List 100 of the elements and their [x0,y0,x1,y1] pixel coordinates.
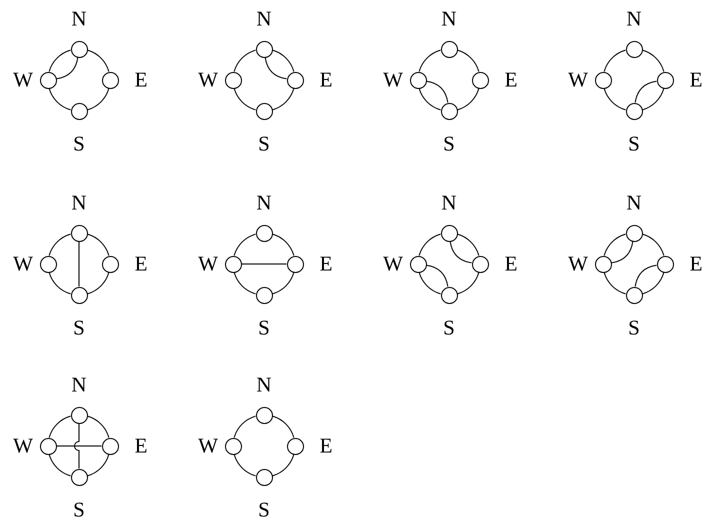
node-circle [70,40,88,58]
connector-line [272,272,294,294]
direction-label: N [71,192,87,214]
connector-line [456,88,480,110]
direction-label: N [256,192,272,214]
node-circle [256,102,272,120]
connector-line [56,56,78,80]
direction-label: S [73,134,85,154]
connector-line [272,454,294,476]
node-circle [70,224,88,242]
connector-line [234,88,256,110]
direction-label: W [568,70,588,90]
connector-line [272,50,294,72]
direction-label: W [13,70,33,90]
connector-line [86,234,110,256]
node-circle [40,72,56,88]
node-circle [286,256,304,272]
direction-label: W [13,254,33,274]
direction-label: W [198,436,218,456]
direction-label: W [198,254,218,274]
connector-line [634,264,658,288]
connector-line [234,454,256,476]
direction-label: N [256,374,272,396]
node-circle [440,224,458,242]
direction-label: N [71,374,87,396]
connector-line [272,234,294,256]
connector-line [610,240,634,264]
node-circle [626,40,642,58]
direction-label: W [383,70,403,90]
connector-line [86,454,110,476]
connector-line [642,50,664,72]
connector-line [234,234,256,256]
node-circle [70,468,88,486]
connector-line [272,88,294,110]
node-circle [440,102,458,120]
node-circle [70,102,88,120]
connector-line [48,454,72,476]
direction-label: E [134,70,148,90]
connector-line [86,416,110,438]
node-circle [594,72,612,88]
node-circle [594,256,612,272]
direction-label: S [443,318,455,338]
node-circle [440,40,458,58]
node-circle [656,256,674,272]
node-circle [410,256,426,272]
node-circle [224,438,242,454]
node-circle [224,256,242,272]
connector-line [86,88,110,110]
node-circle [224,72,242,88]
connector-line [86,272,110,294]
node-circle [472,72,488,88]
node-circle [256,286,272,304]
connector-line [426,264,448,288]
node-circle [626,102,642,120]
direction-label: E [134,254,148,274]
node-circle [440,286,458,304]
direction-label: N [626,192,642,214]
connector-line [456,234,480,256]
node-circle [256,224,272,242]
direction-label: N [256,8,272,30]
node-circle [102,438,118,454]
direction-label: E [320,254,332,274]
node-circle [256,406,272,424]
connector-line [48,88,72,110]
direction-label: S [628,134,640,154]
connector-line [74,423,80,469]
connector-line [48,234,72,256]
node-circle [286,72,304,88]
node-circle [70,286,88,304]
connector-line [48,272,72,294]
connector-line [642,272,664,294]
node-circle [102,72,118,88]
connector-line [426,80,448,104]
node-circle [40,438,56,454]
node-circle [656,72,674,88]
connector-line [234,272,256,294]
node-circle [70,406,88,424]
node-circle [410,72,426,88]
node-circle [286,438,304,454]
connector-line [604,272,626,294]
direction-label: S [73,318,85,338]
connector-line [48,416,72,438]
direction-label: W [383,254,403,274]
node-circle [256,468,272,486]
connector-line [642,88,664,110]
connector-line [450,240,472,264]
direction-label: N [441,192,457,214]
connector-line [456,50,480,72]
direction-label: E [320,436,332,456]
direction-label: N [626,8,642,30]
direction-label: E [320,70,332,90]
direction-label: E [690,70,702,90]
connector-line [264,56,288,80]
connector-line [604,88,626,110]
connector-line [86,50,110,72]
direction-label: S [258,500,270,520]
node-circle [626,224,642,242]
connector-line [456,272,480,294]
node-circle [256,40,272,58]
direction-label: S [443,134,455,154]
